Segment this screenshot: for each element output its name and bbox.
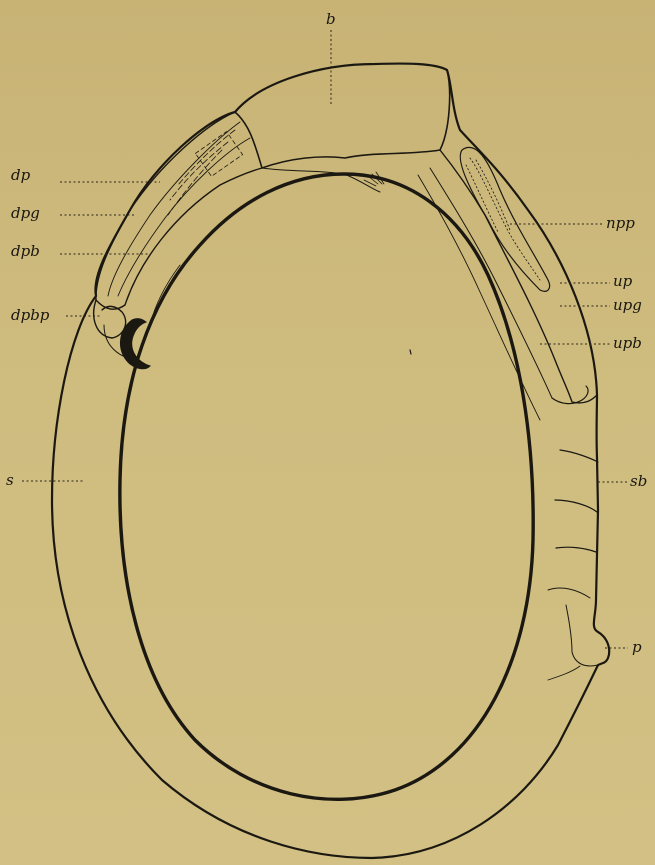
label-dpb: dpb — [11, 242, 40, 260]
label-dp: dp — [11, 166, 31, 184]
label-sb: sb — [630, 472, 647, 490]
p-process-fold — [566, 605, 598, 666]
label-b: b — [326, 10, 336, 28]
sb-ridge-4 — [548, 588, 590, 598]
label-dpbp: dpbp — [11, 306, 50, 324]
outer-ring-contour — [52, 64, 609, 858]
label-dpg: dpg — [11, 204, 40, 222]
label-upb: upb — [613, 334, 642, 352]
top-cap-outline — [235, 70, 450, 168]
dpbp-knob — [94, 300, 126, 338]
inner-opening-contour — [120, 174, 533, 799]
label-npp: npp — [606, 214, 635, 232]
label-s: s — [6, 471, 14, 489]
sb-ridge-2 — [555, 500, 597, 512]
label-up: up — [613, 272, 633, 290]
sb-ridge-1 — [560, 450, 598, 462]
npp-oval — [460, 147, 549, 291]
sb-ridge-3 — [556, 547, 596, 552]
label-upg: upg — [613, 296, 642, 314]
opening-speck — [410, 350, 411, 354]
p-process-base — [548, 666, 580, 680]
label-p: p — [632, 638, 642, 656]
